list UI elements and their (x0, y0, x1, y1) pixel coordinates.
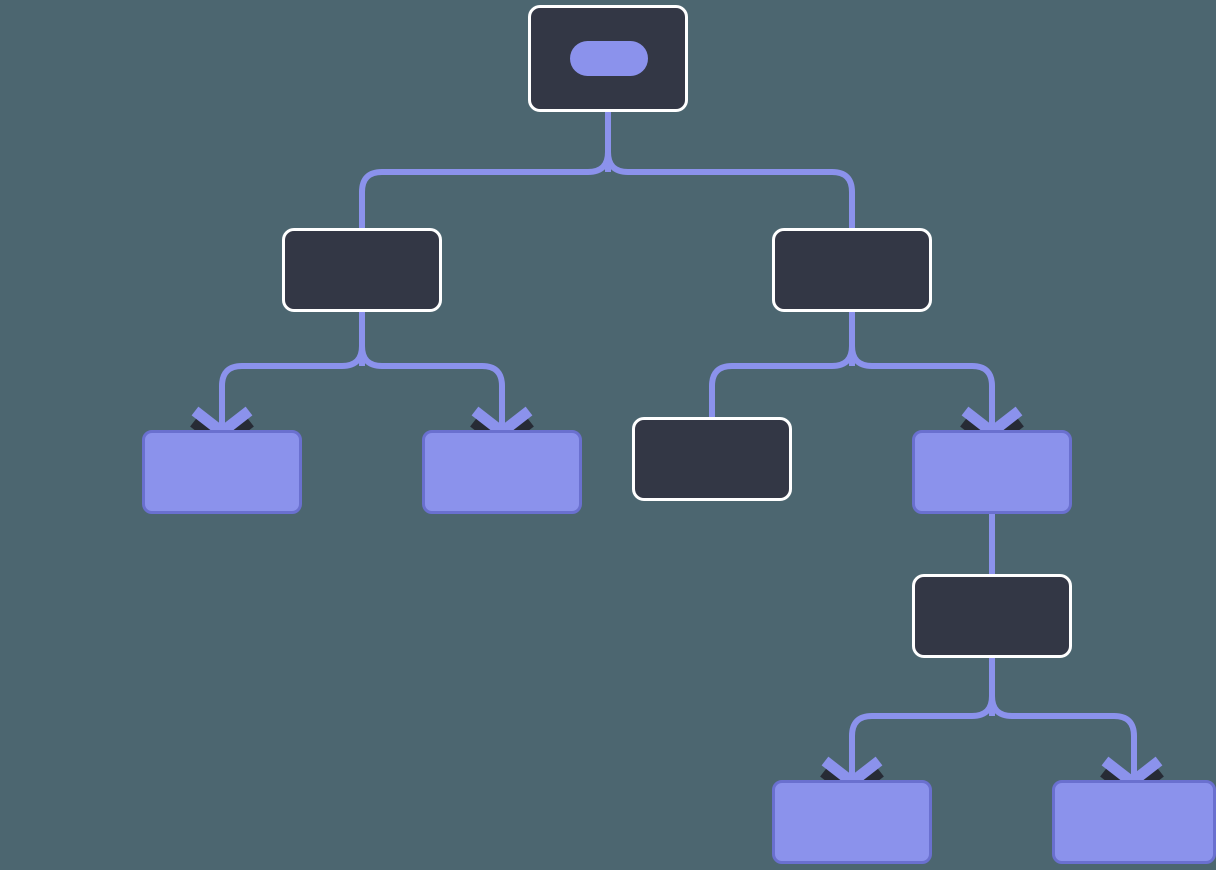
arrowhead-leaf-node-1 (191, 406, 253, 439)
root-node[interactable] (528, 5, 688, 112)
edge-right-branch-to-empty (709, 312, 855, 417)
edge-left-branch-to-leaf-2 (359, 312, 505, 430)
arrowhead-leaf-node-2 (471, 406, 533, 439)
edge-root-to-right-branch (605, 112, 855, 228)
empty-node[interactable] (632, 417, 792, 501)
branch-leaf-node[interactable] (912, 430, 1072, 514)
edge-right-branch-to-branch-leaf (849, 312, 995, 430)
branch-node-right[interactable] (772, 228, 932, 312)
branch-node-left[interactable] (282, 228, 442, 312)
edge-sub-branch-to-leaf-4 (989, 658, 1137, 780)
leaf-node-2[interactable] (422, 430, 582, 514)
sub-branch-node[interactable] (912, 574, 1072, 658)
arrowhead-leaf-node-4 (1101, 756, 1163, 789)
leaf-node-3[interactable] (772, 780, 932, 864)
edge-sub-branch-to-leaf-3 (849, 658, 995, 780)
edge-root-to-left-branch (359, 112, 611, 228)
leaf-node-1[interactable] (142, 430, 302, 514)
arrowhead-branch-leaf-node (961, 406, 1023, 439)
edge-left-branch-to-leaf-1 (219, 312, 365, 430)
arrowhead-leaf-node-3 (821, 756, 883, 789)
root-node-pill (570, 41, 648, 76)
leaf-node-4[interactable] (1052, 780, 1216, 864)
